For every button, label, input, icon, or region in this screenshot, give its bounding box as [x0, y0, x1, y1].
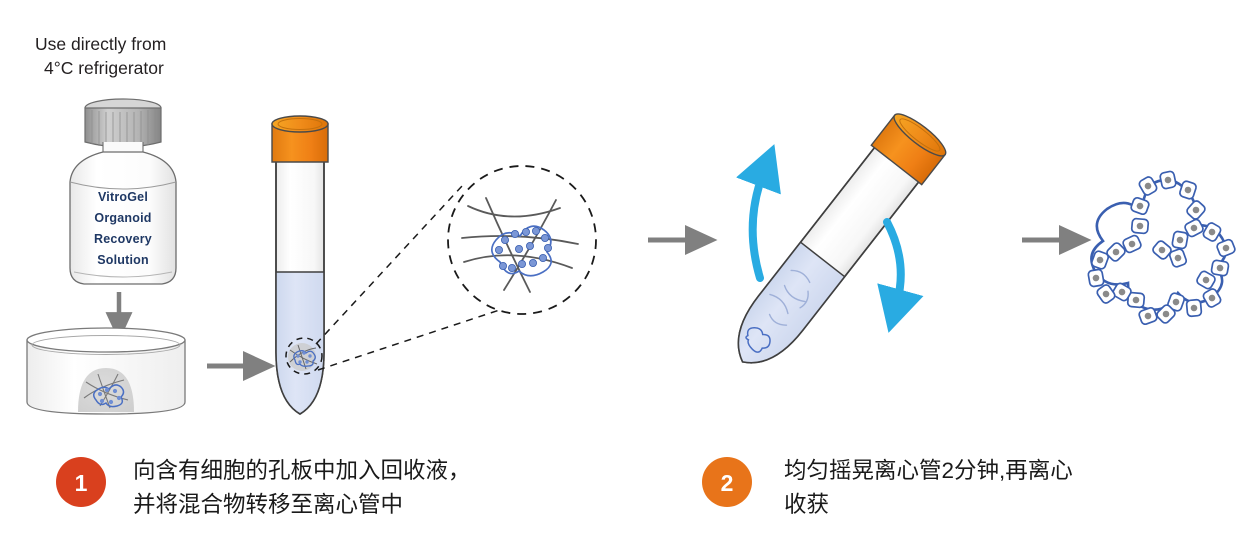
bottle-label-line-3: Recovery: [94, 232, 152, 246]
organoid-in-dish: [93, 384, 125, 408]
tube-cap: [271, 115, 329, 163]
step-1-caption-line1: 向含有细胞的孔板中加入回收液，: [133, 458, 471, 483]
magnifier-source-circle: [285, 337, 323, 375]
shake-arrows: [736, 144, 924, 333]
shake-arrow-up-icon: [736, 144, 781, 282]
tube-liquid-tilted: [738, 242, 845, 363]
product-bottle: VitroGel Organoid Recovery Solution: [69, 98, 177, 285]
bottle-cap: [84, 98, 162, 149]
step-1-caption-line2: 并将混合物转移至离心管中: [133, 492, 403, 517]
shake-arrow-down-icon: [877, 218, 924, 333]
step-2-number: 2: [721, 470, 734, 496]
centrifuge-tube-tilted: [737, 113, 947, 364]
step-2: 2 均匀摇晃离心管2分钟,再离心 收获: [702, 457, 1073, 517]
step-2-caption-line1: 均匀摇晃离心管2分钟,再离心: [784, 458, 1073, 483]
step-1-badge: [56, 457, 106, 507]
organoid-in-tube: [293, 350, 316, 367]
tube-cap-tilted: [870, 113, 947, 186]
dissolving-gel-wisps: [768, 269, 811, 326]
organoid-cells: [1087, 170, 1236, 326]
bottle-label: VitroGel Organoid Recovery Solution: [94, 190, 152, 267]
refrigerator-note-line2: 4°C refrigerator: [44, 58, 164, 78]
recovered-organoid: [1087, 170, 1236, 326]
tube-liquid: [276, 272, 324, 414]
step-2-badge: [702, 457, 752, 507]
centrifuge-tube-upright: [271, 115, 329, 415]
organoid-in-tilted-tube: [745, 326, 771, 353]
culture-well-dish: [26, 327, 186, 415]
step-1-number: 1: [75, 470, 88, 496]
bottle-label-line-2: Organoid: [94, 211, 151, 225]
bottle-label-line-4: Solution: [97, 253, 149, 267]
bottle-label-line-1: VitroGel: [98, 190, 148, 204]
organoid-magnified: [491, 225, 553, 277]
magnified-view: [447, 165, 597, 315]
refrigerator-note-line1: Use directly from: [35, 34, 166, 54]
refrigerator-note: Use directly from 4°C refrigerator: [35, 34, 166, 78]
bottle-body: [69, 151, 177, 285]
magnifier-outline-circle: [447, 165, 597, 315]
step-1: 1 向含有细胞的孔板中加入回收液， 并将混合物转移至离心管中: [56, 457, 471, 517]
step-2-caption-line2: 收获: [784, 492, 829, 517]
